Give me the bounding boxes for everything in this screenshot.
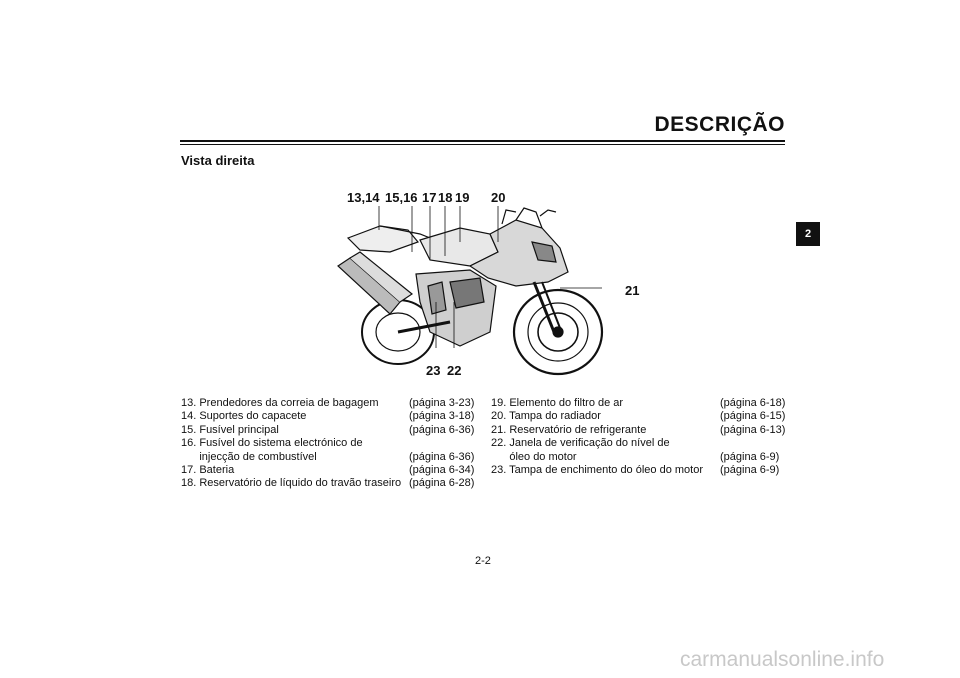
- page-title: DESCRIÇÃO: [654, 113, 785, 136]
- watermark[interactable]: carmanualsonline.info: [680, 648, 885, 671]
- front-wheel: [512, 288, 604, 376]
- chapter-tab[interactable]: 2: [796, 222, 820, 246]
- title-rule-thin: [180, 144, 785, 145]
- front-fork: [532, 281, 556, 333]
- fairing: [468, 219, 569, 287]
- callout-23: 23: [426, 363, 441, 378]
- callout-19: 19: [455, 190, 470, 205]
- title-rule: [180, 140, 785, 142]
- page-number: 2-2: [475, 555, 491, 567]
- callout-18: 18: [438, 190, 453, 205]
- callout-17: 17: [422, 190, 437, 205]
- callout-22: 22: [447, 363, 462, 378]
- section-subtitle: Vista direita: [181, 153, 255, 168]
- brake-disc: [537, 312, 579, 352]
- tail: [346, 225, 420, 253]
- callout-20: 20: [491, 190, 506, 205]
- motorcycle-illustration: [337, 206, 604, 376]
- callout-15-16: 15,16: [385, 190, 418, 205]
- callout-13-14: 13,14: [347, 190, 380, 205]
- swingarm: [397, 320, 451, 334]
- callout-21: 21: [625, 283, 640, 298]
